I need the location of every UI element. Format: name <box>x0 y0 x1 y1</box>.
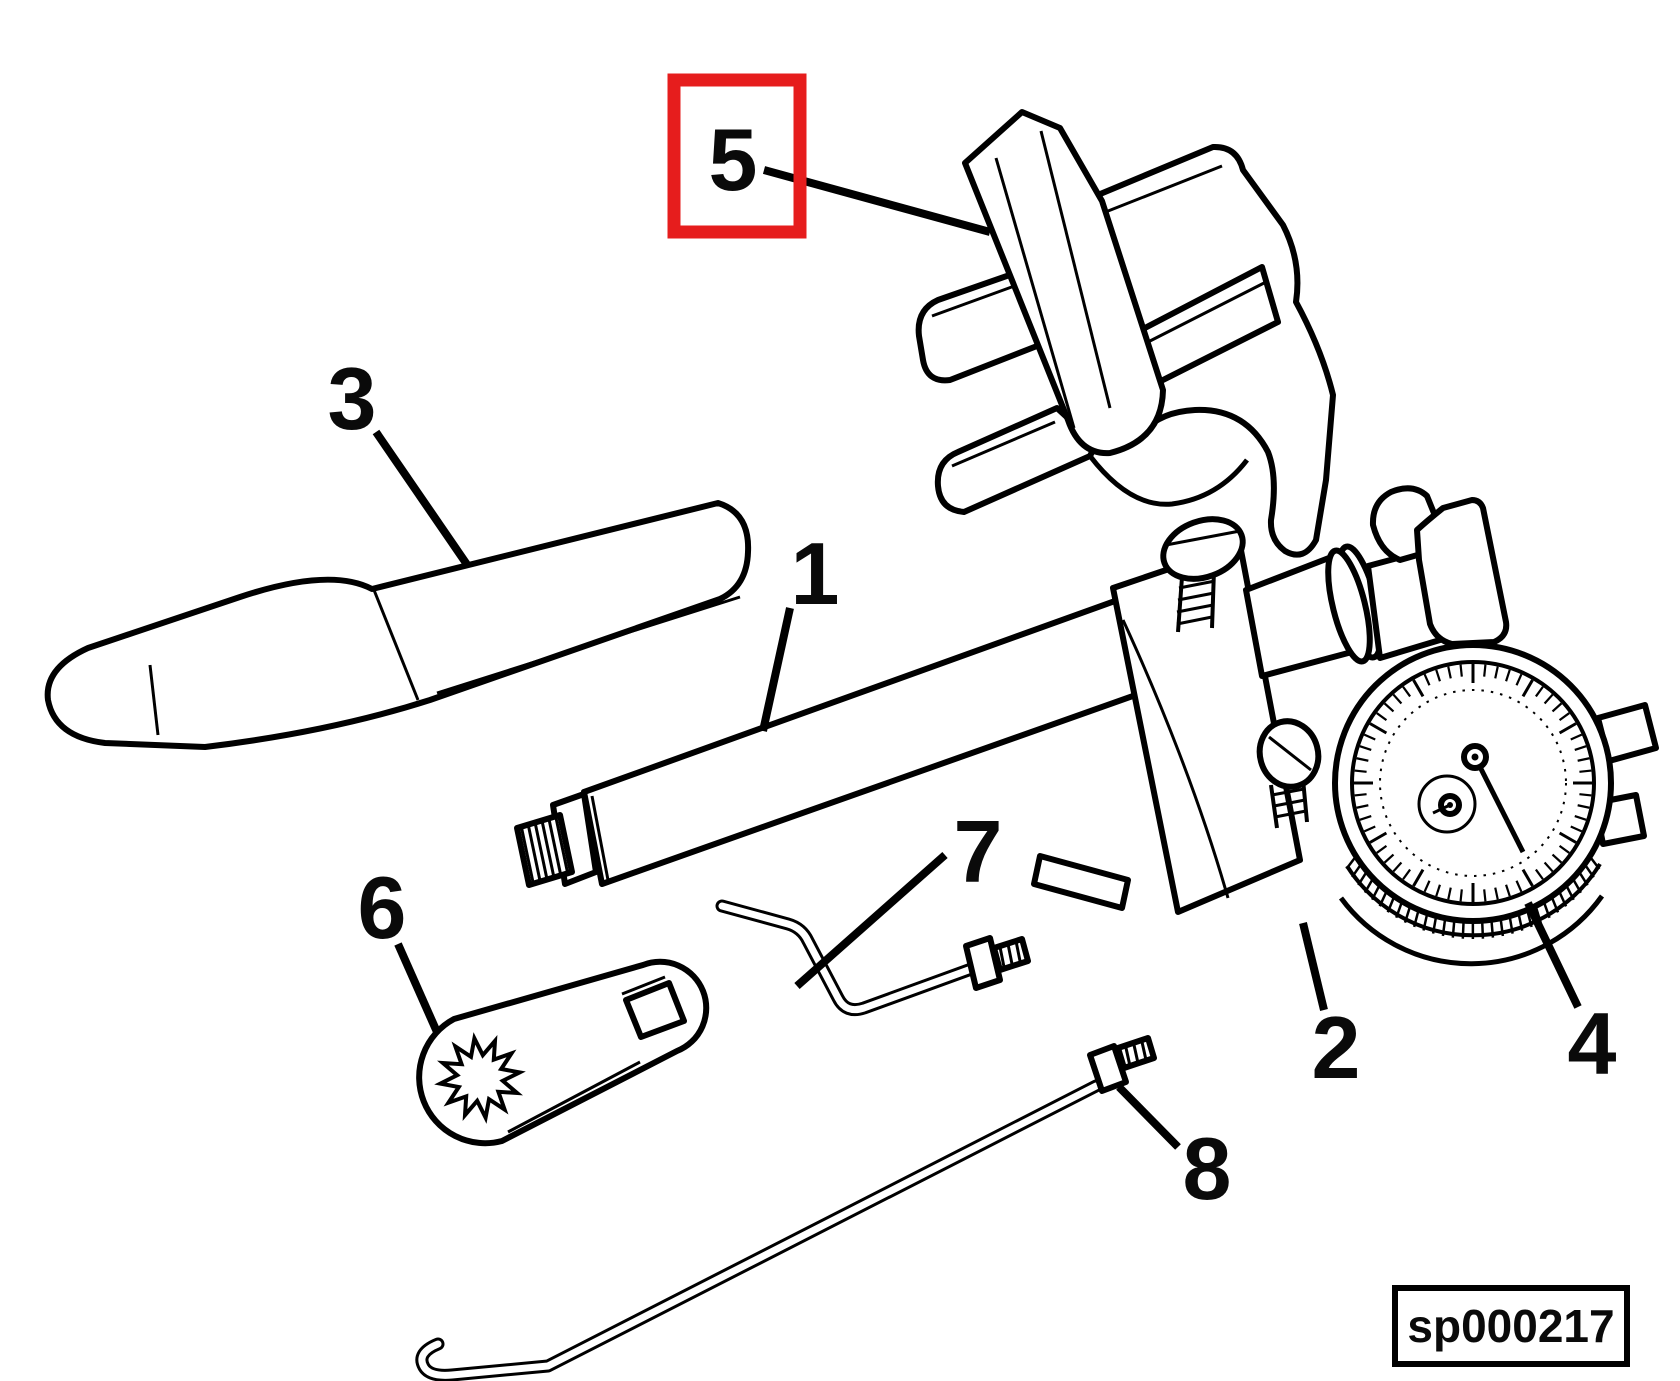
figure-code-border <box>1392 1285 1630 1367</box>
block-pin <box>1031 853 1131 911</box>
hex-bar-facet-1 <box>1039 130 1112 409</box>
highlight-box <box>667 73 807 239</box>
pry-bar-crease <box>372 589 420 701</box>
coupling-lower-arm-line <box>951 420 1056 468</box>
wrench-shadow <box>507 1060 641 1134</box>
figure-code-box: sp000217 <box>1392 1285 1630 1367</box>
stem-collar-front <box>1325 547 1373 665</box>
leader-7 <box>794 852 948 989</box>
block-side-screw <box>1256 718 1322 829</box>
figure-code-text: sp000217 <box>1407 1300 1614 1352</box>
dial-tick-marks <box>1354 664 1592 902</box>
callout-3-label[interactable]: 3 <box>328 349 377 448</box>
callouts: 1 2 3 4 5 6 7 8 <box>328 73 1617 1218</box>
rod-end-line <box>590 795 610 881</box>
z-rod-stub-hatches <box>998 940 1022 968</box>
coupling-mid-arm-right-line <box>1147 280 1267 344</box>
top-screw-threads <box>1176 579 1216 626</box>
hex-bar-facet-2 <box>994 157 1076 429</box>
pry-bar-shadow-line <box>436 595 741 695</box>
wrench-hole-lip <box>621 975 666 996</box>
part-3-pry-bar <box>44 500 752 750</box>
callout-5-label[interactable]: 5 <box>709 110 758 209</box>
long-rod-stub-hatches <box>1124 1041 1148 1067</box>
part-7-z-rod <box>715 899 1031 1017</box>
part-5-coupling-tool <box>915 109 1336 558</box>
callout-8-label[interactable]: 8 <box>1183 1119 1232 1218</box>
coupling-hex-bar <box>962 109 1166 457</box>
side-screw-slot <box>1268 735 1312 772</box>
callout-5: 5 <box>667 73 992 239</box>
z-rod-nut <box>963 935 1003 991</box>
dial-dot-ring <box>1379 689 1567 877</box>
rod-thread-hatches <box>519 815 570 885</box>
callout-1-label[interactable]: 1 <box>791 524 840 623</box>
subdial-ring <box>1417 774 1477 834</box>
callout-7-label[interactable]: 7 <box>954 802 1003 901</box>
fork-prong-right <box>1414 497 1510 647</box>
top-screw-slot <box>1165 529 1241 547</box>
callout-6-label[interactable]: 6 <box>358 858 407 957</box>
pry-bar-tip-line <box>148 664 160 736</box>
z-rod-core <box>718 902 989 1014</box>
leader-8 <box>1116 1084 1181 1150</box>
coupling-upper-arm-line <box>1102 164 1223 215</box>
callout-4: 4 <box>1524 901 1617 1093</box>
leader-4 <box>1524 901 1582 1009</box>
leader-3 <box>372 429 472 569</box>
coupling-lower-arm <box>934 405 1101 515</box>
part-6-spline-wrench <box>416 958 710 1147</box>
spline-star-cutout <box>434 1032 526 1124</box>
block-top-screw <box>1160 516 1246 633</box>
leader-1 <box>759 607 794 732</box>
block-front-edge <box>1121 619 1230 899</box>
callout-4-label[interactable]: 4 <box>1568 994 1617 1093</box>
part-4-dial-indicator <box>1243 485 1659 967</box>
callout-8: 8 <box>1116 1084 1232 1218</box>
long-rod-nut <box>1087 1043 1129 1094</box>
pry-bar-body <box>44 500 752 750</box>
callout-1: 1 <box>759 524 840 732</box>
leader-2 <box>1299 922 1328 1011</box>
z-rod-outline <box>715 899 992 1017</box>
callout-6: 6 <box>358 858 441 1034</box>
callout-2: 2 <box>1299 922 1361 1097</box>
dial-housing-arc <box>1338 894 1605 967</box>
callout-7: 7 <box>794 802 1003 989</box>
side-screw-threads <box>1271 787 1307 819</box>
leader-6 <box>394 942 441 1034</box>
needle-hub-dot <box>1471 753 1479 761</box>
dial-bezel <box>1332 642 1614 924</box>
coupling-bottom-tail <box>1088 454 1249 507</box>
wrench-square-hole <box>623 980 687 1040</box>
dial-needle <box>1472 755 1526 854</box>
long-rod-core <box>418 1082 1100 1379</box>
callout-2-label[interactable]: 2 <box>1312 998 1361 1097</box>
subdial-pointer <box>1432 803 1451 815</box>
part-8-long-rod <box>415 1035 1157 1381</box>
callout-3: 3 <box>328 349 472 569</box>
dial-face-ring <box>1350 660 1596 906</box>
